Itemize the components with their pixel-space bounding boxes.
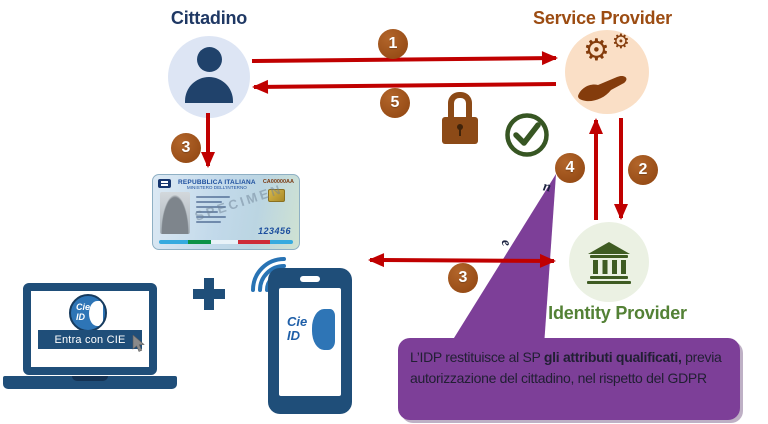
arrow-step5	[252, 79, 557, 94]
laptop-notch	[72, 376, 108, 381]
padlock-icon	[441, 92, 479, 144]
face-profile-icon	[312, 309, 335, 350]
step-badge-4: 4	[555, 153, 585, 183]
padlock-shackle	[448, 92, 472, 118]
padlock-keyhole	[457, 124, 463, 136]
cie-id-card: SPECIMEN REPUBBLICA ITALIANA MINISTERO D…	[152, 174, 300, 250]
step-badge-3-nfc: 3	[448, 263, 478, 293]
padlock-body	[442, 117, 478, 144]
gear-icon: ⚙	[583, 33, 610, 68]
cieid-logo: Cie ID	[69, 294, 107, 332]
cieid-logo-text-top: Cie	[76, 302, 91, 312]
arrow-step1	[251, 51, 558, 66]
person-icon-body	[185, 77, 233, 103]
callout-text-bold: gli attributi qualificati,	[543, 349, 682, 365]
cieid-logo-text-bottom: ID	[76, 311, 85, 322]
mouse-cursor-icon	[132, 335, 145, 352]
chip-symbol-icon	[158, 179, 171, 188]
card-serial: CA00000AA	[262, 179, 294, 185]
card-title: REPUBBLICA ITALIANA	[177, 179, 256, 186]
entra-con-cie-button[interactable]: Entra con CIE	[38, 330, 142, 349]
card-header: REPUBBLICA ITALIANA MINISTERO DELL'INTER…	[158, 179, 294, 192]
card-photo	[160, 192, 190, 234]
citizen-avatar	[168, 36, 250, 118]
step-badge-1: 1	[378, 29, 408, 59]
cieid-app-logo[interactable]: Cie ID	[282, 302, 338, 358]
bank-icon	[587, 242, 631, 284]
gear-icon-small: ⚙	[612, 29, 630, 53]
card-subtitle: MINISTERO DELL'INTERNO	[186, 185, 247, 191]
laptop-base	[3, 376, 177, 389]
card-field-lines	[196, 196, 230, 223]
service-provider-avatar: ⚙ ⚙	[565, 30, 649, 114]
card-chip	[268, 189, 285, 202]
phone-screen: Cie ID	[279, 288, 341, 396]
step-badge-5: 5	[380, 88, 410, 118]
arrow-step3-nfc	[368, 253, 556, 268]
card-number: 123456	[257, 226, 291, 236]
step-badge-3-card: 3	[171, 133, 201, 163]
card-flag-stripe	[159, 240, 293, 244]
step-badge-2: 2	[628, 155, 658, 185]
hidden-text-fragment: e	[497, 238, 514, 248]
callout-text-rest: previa autorizzazione del cittadino, nel…	[410, 349, 722, 386]
identity-provider-label: Identity Provider	[548, 303, 687, 323]
checkmark-icon	[505, 113, 549, 157]
identity-provider-avatar	[569, 222, 649, 302]
laptop: Cie ID Entra con CIE	[23, 283, 157, 375]
service-provider-label: Service Provider	[533, 8, 672, 28]
citizen-label: Cittadino	[170, 8, 248, 28]
cieid-app-text-bottom: ID	[287, 327, 300, 343]
plus-icon-vertical	[204, 278, 214, 310]
person-icon	[197, 47, 222, 72]
cieid-app-text-top: Cie	[287, 314, 308, 329]
hidden-text-fragment: n	[541, 179, 553, 196]
callout-text: L’IDP restituisce al SP	[410, 349, 544, 365]
gdpr-callout: L’IDP restituisce al SP gli attributi qu…	[398, 338, 740, 420]
smartphone: Cie ID	[268, 268, 352, 414]
hand-icon	[578, 75, 627, 102]
phone-speaker	[300, 276, 320, 282]
face-profile-icon	[89, 301, 103, 326]
